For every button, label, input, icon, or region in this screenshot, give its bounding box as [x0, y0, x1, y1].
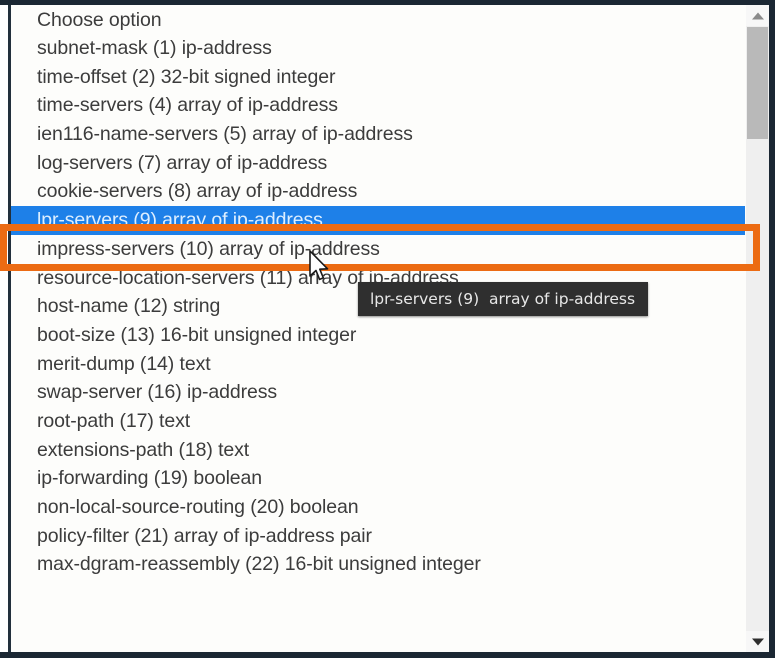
listbox-option[interactable]: cookie-servers (8) array of ip-address	[37, 180, 358, 203]
listbox-option[interactable]: merit-dump (14) text	[37, 352, 211, 375]
listbox-option[interactable]: boot-size (13) 16-bit unsigned integer	[37, 323, 357, 346]
scroll-up-button[interactable]	[746, 5, 769, 26]
listbox-option-selected[interactable]: lpr-servers (9) array of ip-address	[11, 206, 745, 235]
listbox-option[interactable]: log-servers (7) array of ip-address	[37, 151, 328, 174]
listbox-option[interactable]: Choose option	[37, 9, 162, 31]
mouse-pointer-arrow-icon	[308, 250, 330, 284]
scrollbar-thumb[interactable]	[747, 27, 768, 139]
listbox-option[interactable]: time-servers (4) array of ip-address	[37, 94, 338, 117]
listbox-option[interactable]: resource-location-servers (11) array of …	[37, 266, 459, 289]
listbox-option[interactable]: ip-forwarding (19) boolean	[37, 467, 263, 490]
listbox-option[interactable]: swap-server (16) ip-address	[37, 381, 278, 404]
listbox-option[interactable]: max-dgram-reassembly (22) 16-bit unsigne…	[37, 553, 481, 576]
listbox-option[interactable]: host-name (12) string	[37, 295, 221, 318]
scroll-down-button[interactable]	[746, 631, 769, 652]
listbox-option[interactable]: root-path (17) text	[37, 409, 191, 432]
window-frame-top	[0, 0, 775, 5]
dhcp-option-listbox[interactable]: Choose option subnet-mask (1) ip-address t…	[8, 5, 769, 652]
window-frame-right	[769, 0, 775, 658]
chevron-down-icon	[751, 638, 764, 645]
listbox-option[interactable]: impress-servers (10) array of ip-address	[37, 237, 380, 260]
listbox-option[interactable]: extensions-path (18) text	[37, 438, 250, 461]
option-tooltip: lpr-servers (9) array of ip-address	[358, 282, 649, 316]
listbox-option[interactable]: ien116-name-servers (5) array of ip-addr…	[37, 123, 413, 146]
listbox-option[interactable]: time-offset (2) 32-bit signed integer	[37, 65, 336, 88]
listbox-scrollbar[interactable]	[746, 5, 769, 652]
listbox-options-container: Choose option subnet-mask (1) ip-address t…	[11, 5, 745, 652]
listbox-option[interactable]: subnet-mask (1) ip-address	[37, 37, 272, 59]
chevron-up-icon	[751, 12, 764, 19]
listbox-option[interactable]: policy-filter (21) array of ip-address p…	[37, 524, 372, 547]
window-frame-bottom	[0, 652, 775, 658]
listbox-option[interactable]: non-local-source-routing (20) boolean	[37, 496, 359, 518]
